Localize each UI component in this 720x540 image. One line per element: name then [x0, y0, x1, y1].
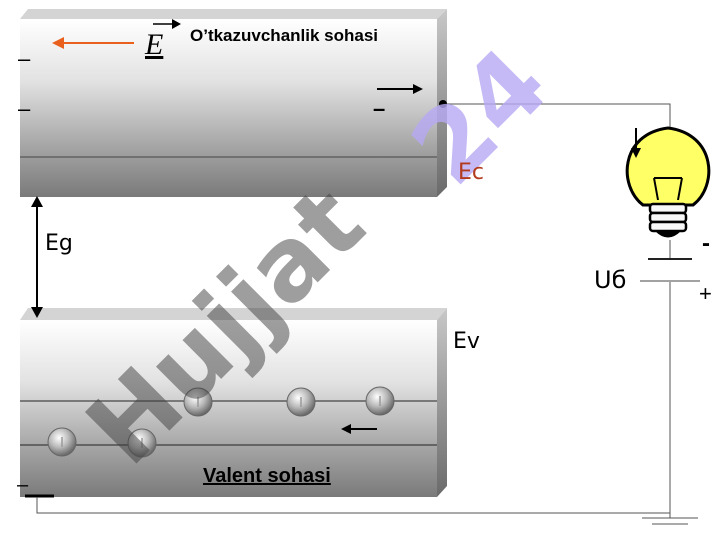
minus-sign: – [18, 46, 31, 71]
eg-label: Eg [45, 231, 73, 256]
ev-label: Ev [453, 329, 480, 354]
voltage-label: Uб [594, 266, 627, 294]
ec-label: Ec [458, 160, 484, 185]
light-bulb-icon [625, 126, 711, 238]
electron-drift-arrow [377, 84, 423, 94]
contact-dot [439, 100, 447, 108]
minus-sign: – [373, 96, 386, 121]
hole [127, 428, 157, 458]
ground-symbol [642, 517, 698, 525]
band-gap-arrow [31, 196, 43, 318]
conduction-band-top-face [20, 9, 447, 19]
field-arrow [52, 37, 134, 49]
hole-drift-arrow [341, 424, 377, 434]
valence-band [20, 308, 447, 497]
circuit [36, 103, 671, 518]
hole [286, 387, 316, 417]
valence-band-top-face [20, 308, 447, 320]
valence-band-front-face [20, 320, 437, 497]
hole [47, 427, 77, 457]
valence-minus-sign: – [17, 474, 29, 496]
conduction-band-front-face [20, 19, 437, 197]
battery-plus-label: + [699, 281, 712, 306]
conduction-band-title: O’tkazuvchanlik sohasi [190, 26, 379, 45]
holes [47, 386, 395, 458]
conduction-band [20, 9, 447, 197]
battery-minus-label: - [702, 230, 710, 257]
current-arrow [631, 128, 641, 158]
valence-band-side-face [437, 308, 447, 497]
hole [365, 386, 395, 416]
minus-sign: – [18, 96, 31, 121]
valence-band-title: Valent sohasi [203, 465, 331, 487]
vector-arrow-over-e [153, 19, 181, 29]
field-symbol: E [145, 28, 164, 61]
hole [183, 387, 213, 417]
